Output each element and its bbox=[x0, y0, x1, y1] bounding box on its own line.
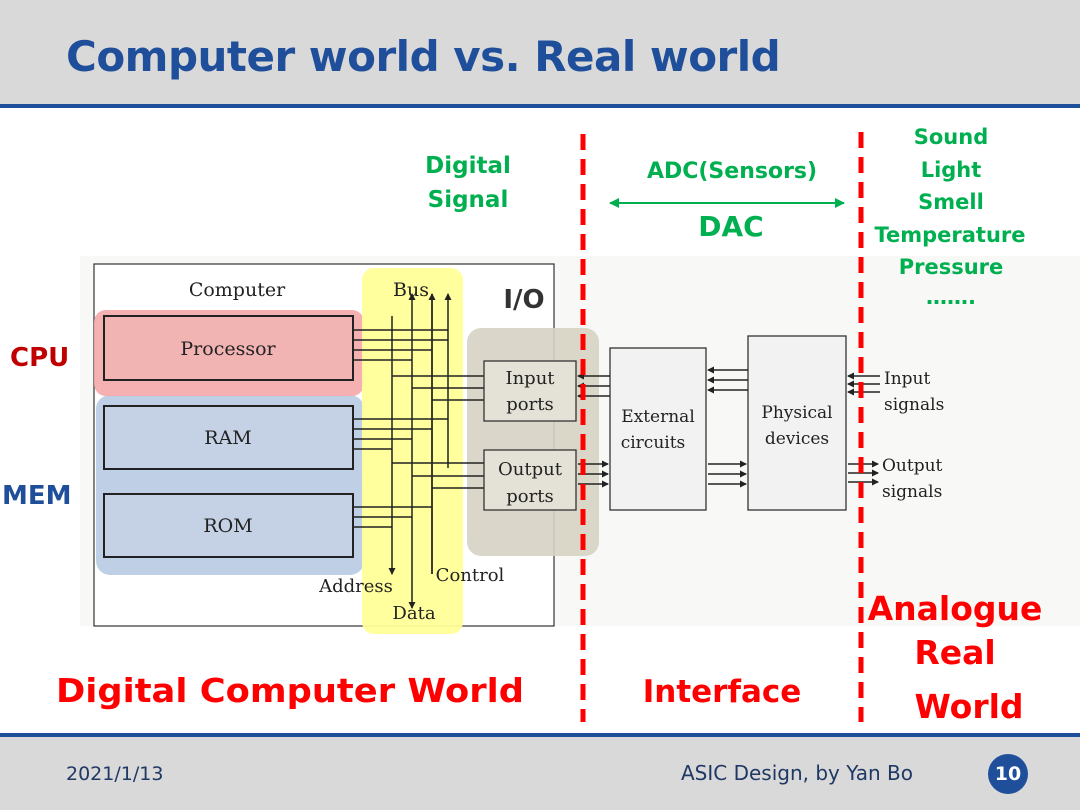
computer-label: Computer bbox=[189, 279, 286, 301]
adc-label: ADC(Sensors) bbox=[647, 159, 817, 184]
real-signal-light: Light bbox=[921, 158, 982, 182]
data-label: Data bbox=[392, 603, 435, 624]
real-signal-smell: Smell bbox=[918, 190, 984, 214]
mem-label: MEM bbox=[2, 481, 72, 511]
digital-signal-line1: Digital bbox=[425, 153, 511, 179]
input-ports-line2: ports bbox=[506, 394, 553, 415]
dac-label: DAC bbox=[698, 210, 763, 243]
bus-label: Bus bbox=[393, 279, 429, 301]
real-signal-sound: Sound bbox=[914, 125, 988, 149]
footer-date: 2021/1/13 bbox=[66, 763, 164, 785]
footer-author: ASIC Design, by Yan Bo bbox=[681, 761, 913, 785]
input-ports-block bbox=[483, 360, 577, 422]
real-signal-pressure: Pressure bbox=[899, 255, 1004, 279]
slide-header: Computer world vs. Real world bbox=[0, 0, 1080, 108]
io-label: I/O bbox=[503, 285, 544, 315]
real-world-line3: World bbox=[914, 687, 1023, 726]
digital-world-label: Digital Computer World bbox=[56, 671, 524, 710]
ram-label: RAM bbox=[204, 427, 251, 449]
input-signals-line1: Input bbox=[884, 369, 930, 389]
output-signals-line1: Output bbox=[882, 456, 943, 476]
real-signal-temperature: Temperature bbox=[874, 223, 1025, 247]
digital-signal-line2: Signal bbox=[428, 187, 509, 213]
cpu-label: CPU bbox=[10, 343, 69, 373]
physical-devices-line2: devices bbox=[765, 429, 829, 449]
external-circuits-line1: External bbox=[621, 407, 695, 427]
interface-label: Interface bbox=[643, 674, 802, 710]
external-circuits-block bbox=[609, 347, 707, 511]
input-signals-line2: signals bbox=[884, 395, 944, 415]
output-ports-line2: ports bbox=[506, 486, 553, 507]
physical-devices-line1: Physical bbox=[761, 403, 832, 423]
slide-footer: 2021/1/13 ASIC Design, by Yan Bo 10 bbox=[0, 733, 1080, 810]
address-label: Address bbox=[318, 576, 393, 597]
input-ports-line1: Input bbox=[505, 368, 555, 389]
computer-io-diagram: Computer Bus I/O CPU MEM Processor RAM R… bbox=[2, 125, 1080, 726]
physical-devices-block bbox=[747, 335, 847, 511]
output-ports-line1: Output bbox=[498, 459, 563, 480]
page-number-badge: 10 bbox=[988, 754, 1028, 794]
external-circuits-line2: circuits bbox=[621, 433, 686, 453]
output-ports-block bbox=[483, 449, 577, 511]
ram-block bbox=[103, 405, 354, 470]
real-world-line2: Real bbox=[914, 633, 995, 672]
slide-title: Computer world vs. Real world bbox=[66, 32, 781, 81]
processor-block bbox=[103, 315, 354, 381]
processor-label: Processor bbox=[180, 338, 276, 360]
real-world-line1: Analogue bbox=[868, 589, 1043, 628]
output-signals-line2: signals bbox=[882, 482, 942, 502]
real-signal-more: ……. bbox=[926, 285, 976, 309]
rom-label: ROM bbox=[203, 515, 252, 537]
rom-block bbox=[103, 493, 354, 558]
control-label: Control bbox=[436, 565, 505, 586]
bus-connections bbox=[353, 329, 484, 528]
